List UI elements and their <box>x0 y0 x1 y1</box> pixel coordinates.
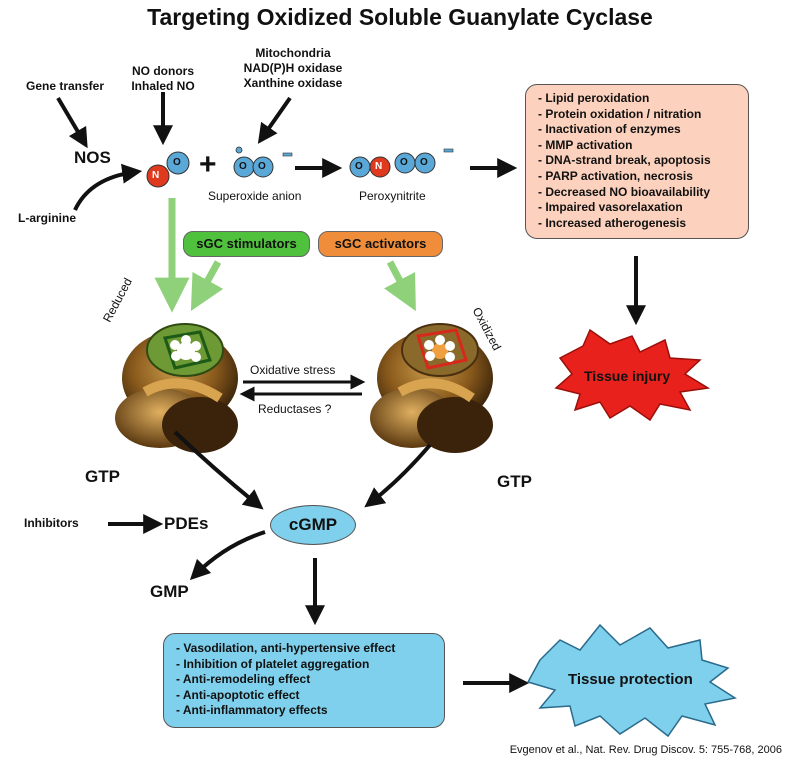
arrow-gene-transfer <box>56 96 88 149</box>
nadph-oxidase-line: NAD(P)H oxidase <box>243 61 343 75</box>
superoxide-dot <box>235 146 243 154</box>
tissue-protection-label: Tissue protection <box>568 671 693 688</box>
inhibitors-label: Inhibitors <box>24 516 79 530</box>
n-atom-label: N <box>375 161 383 172</box>
oxidative-stress-label: Oxidative stress <box>250 363 336 377</box>
nos-label: NOS <box>74 148 111 167</box>
plus-sign: + <box>199 148 217 181</box>
starburst-protection <box>526 623 737 738</box>
oxidative-effects-box: - Lipid peroxidation - Protein oxidation… <box>525 84 749 239</box>
sgc-stimulators-pill: sGC stimulators <box>183 231 310 257</box>
arrow-l-arginine <box>73 163 143 211</box>
n-atom-label: N <box>152 170 160 181</box>
reductases-label: Reductases ? <box>258 402 332 416</box>
arrow-mitochondria <box>257 96 292 144</box>
superoxide-label: Superoxide anion <box>208 189 302 203</box>
list-item: - Inhibition of platelet aggregation <box>176 656 370 671</box>
list-item: - Vasodilation, anti-hypertensive effect <box>176 641 396 655</box>
pdes-label: PDEs <box>164 514 209 533</box>
list-item: - Decreased NO bioavailability <box>538 184 711 199</box>
superoxide-charge <box>282 152 293 157</box>
list-item: - Anti-apoptotic effect <box>176 687 300 702</box>
n-atom <box>369 156 391 178</box>
list-item: - Inactivation of enzymes <box>538 122 681 137</box>
sgc-activators-pill: sGC activators <box>318 231 443 257</box>
green-arrow-stimulators <box>190 260 224 312</box>
n-atom <box>146 164 170 188</box>
o-atom <box>252 156 274 178</box>
sgc-protein-oxidized <box>370 323 493 453</box>
gmp-label: GMP <box>150 582 189 601</box>
o-atom-label: O <box>239 161 247 172</box>
inhaled-no-line: Inhaled NO <box>131 79 195 93</box>
o-atom-label: O <box>258 161 266 172</box>
gene-transfer-label: Gene transfer <box>25 79 105 93</box>
o-atom-label: O <box>400 157 408 168</box>
list-item: - Increased atherogenesis <box>538 215 687 230</box>
o-atom <box>414 152 436 174</box>
list-item: - Impaired vasorelaxation <box>538 200 683 215</box>
list-item: - MMP activation <box>538 137 633 152</box>
o-atom <box>166 151 190 175</box>
no-donors-line: NO donors <box>132 64 194 78</box>
page-title: Targeting Oxidized Soluble Guanylate Cyc… <box>147 4 653 30</box>
xanthine-oxidase-line: Xanthine oxidase <box>243 76 343 90</box>
list-item: - DNA-strand break, apoptosis <box>538 153 711 168</box>
tissue-injury-label: Tissue injury <box>584 368 671 384</box>
o-atom-label: O <box>420 157 428 168</box>
o-atom-label: O <box>173 157 181 168</box>
gtp-right-label: GTP <box>497 472 532 491</box>
list-item: - PARP activation, necrosis <box>538 168 693 183</box>
peroxynitrite-label: Peroxynitrite <box>359 189 426 203</box>
list-item: - Anti-inflammatory effects <box>176 703 328 718</box>
arrow-cgmp-to-gmp <box>189 530 266 581</box>
mitochondria-line: Mitochondria <box>255 46 331 60</box>
cgmp-node: cGMP <box>270 505 356 545</box>
arrow-gtp-right-to-cgmp <box>364 443 432 508</box>
mitochondria-label: Mitochondria NAD(P)H oxidase Xanthine ox… <box>228 46 358 91</box>
list-item: - Protein oxidation / nitration <box>538 106 702 121</box>
l-arginine-label: L-arginine <box>18 211 77 225</box>
green-arrow-activators <box>384 260 416 312</box>
gtp-left-label: GTP <box>85 467 120 486</box>
starburst-injury <box>554 328 711 422</box>
peroxynitrite-charge <box>443 148 454 153</box>
no-donors-label: NO donors Inhaled NO <box>118 64 208 94</box>
list-item: - Anti-remodeling effect <box>176 672 311 687</box>
o-atom-label: O <box>355 161 363 172</box>
citation: Evgenov et al., Nat. Rev. Drug Discov. 5… <box>509 744 782 756</box>
protective-effects-box: - Vasodilation, anti-hypertensive effect… <box>163 633 445 728</box>
list-item: - Lipid peroxidation <box>538 91 650 105</box>
arrow-gtp-left-to-cgmp <box>173 430 264 510</box>
